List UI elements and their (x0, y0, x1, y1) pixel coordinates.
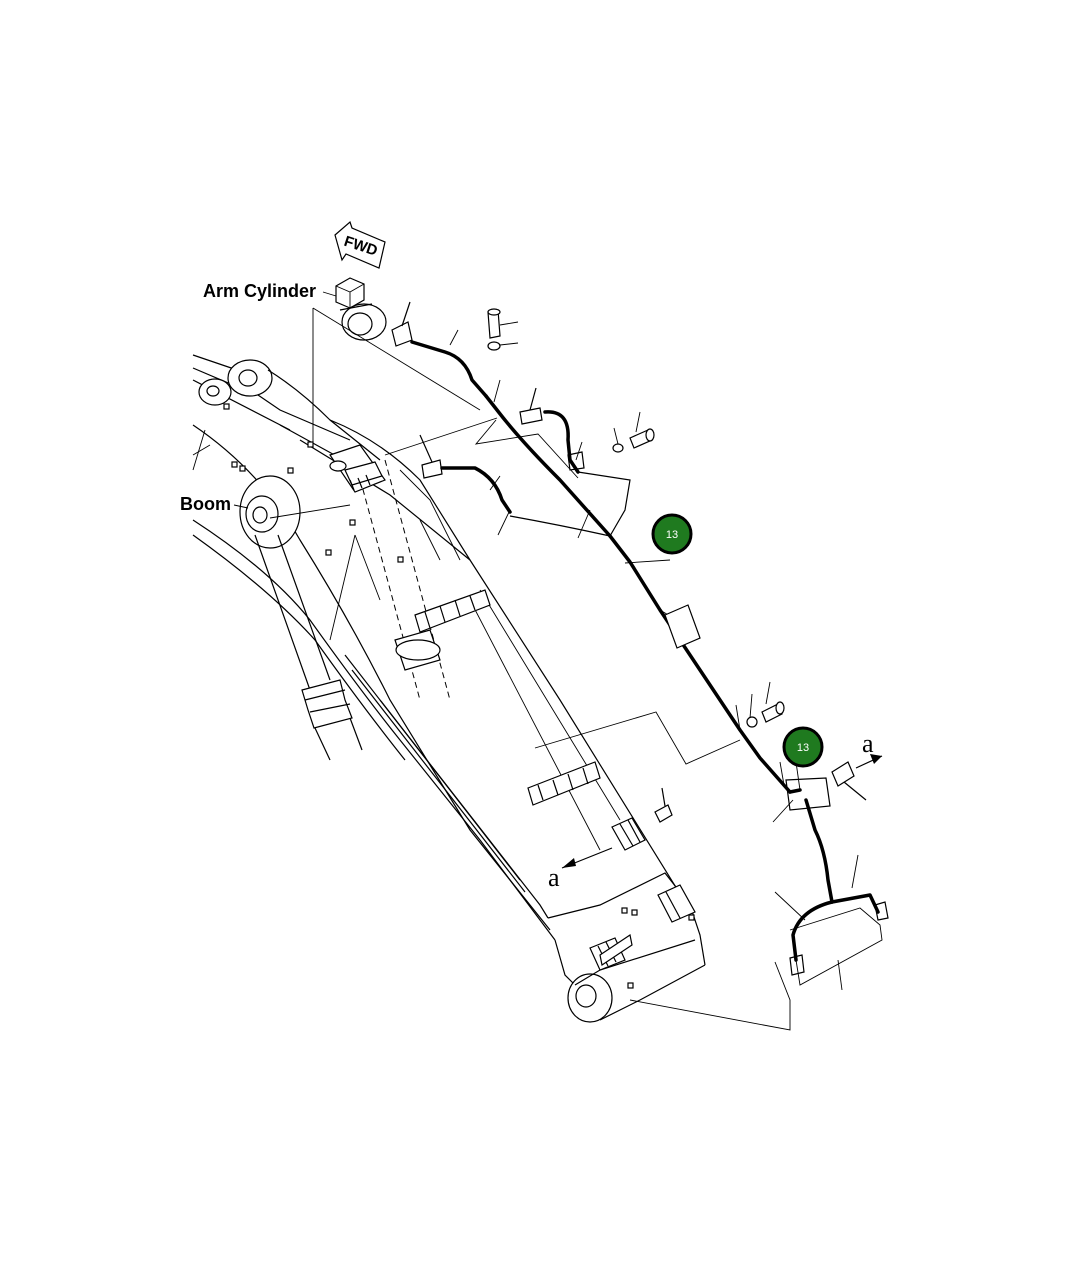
upper-fittings-part (391, 301, 889, 976)
fwd-arrow-icon: FWD (334, 220, 386, 269)
clamp-upper-part (414, 589, 491, 633)
lower-tee-block-part (611, 787, 673, 851)
bottom-bracket-part (589, 884, 696, 971)
hydraulic-hoses (410, 340, 880, 962)
arm-cylinder-label: Arm Cylinder (203, 281, 316, 301)
clamp-lower-part (527, 761, 601, 806)
upper-bracket-part (329, 444, 386, 493)
ref-a-lower: a (548, 863, 560, 892)
callout-number: 13 (797, 742, 809, 754)
callout-badge-lower[interactable]: 13 (782, 726, 824, 768)
boom-structure (192, 354, 706, 1023)
ref-a-upper: a (862, 729, 874, 758)
callout-number: 13 (666, 529, 678, 541)
callout-badge-upper[interactable]: 13 (651, 513, 693, 555)
boom-label: Boom (180, 494, 231, 514)
boom-cylinder-part (239, 475, 363, 761)
arm-cylinder-part (335, 277, 387, 341)
